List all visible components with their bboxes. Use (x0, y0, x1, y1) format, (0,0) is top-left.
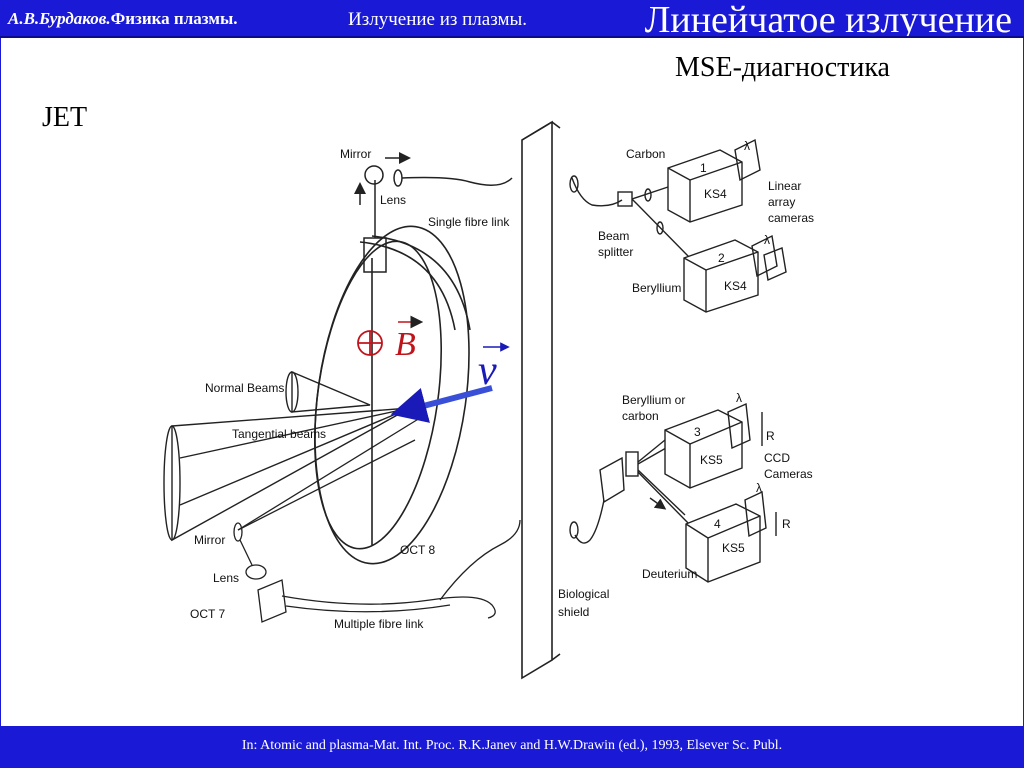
label-deuterium: Deuterium (642, 567, 697, 581)
normal-beams (285, 370, 371, 413)
biological-shield (521, 120, 561, 680)
label-lens-top: Lens (380, 193, 406, 207)
label-single-fibre: Single fibre link (428, 215, 510, 229)
lambda-4: λ (756, 481, 762, 495)
author-name: А.В.Бурдаков. (8, 9, 111, 28)
velocity-letter: v (478, 348, 497, 394)
label-biological-1: Biological (558, 587, 609, 601)
camera-4-name: KS5 (722, 541, 745, 555)
footer-bar: In: Atomic and plasma-Mat. Int. Proc. R.… (0, 726, 1024, 768)
label-beam-splitter-2: splitter (598, 245, 633, 259)
label-tangential-beams: Tangential beams (232, 427, 326, 441)
r-label-1: R (766, 429, 775, 443)
label-beryllium: Beryllium (632, 281, 681, 295)
header-divider (0, 36, 1024, 38)
linear-camera-group (569, 138, 787, 313)
author-course: А.В.Бурдаков.Физика плазмы. (8, 9, 237, 29)
course-name: Физика плазмы. (110, 9, 238, 28)
citation: In: Atomic and plasma-Mat. Int. Proc. R.… (241, 738, 783, 753)
slide-title: Линейчатое излучение (644, 0, 1012, 41)
label-ccd-1: CCD (764, 451, 790, 465)
label-biological-2: shield (558, 605, 589, 619)
r-label-2: R (782, 517, 791, 531)
tokamak-vessel (313, 225, 471, 565)
label-multiple-fibre: Multiple fibre link (334, 617, 424, 631)
camera-4-number: 4 (714, 517, 721, 531)
velocity-arrow (390, 385, 493, 423)
label-linear-3: cameras (768, 211, 814, 225)
tangential-beams (163, 407, 411, 542)
camera-3-number: 3 (694, 425, 701, 439)
camera-2-number: 2 (718, 251, 725, 265)
label-linear-1: Linear (768, 179, 801, 193)
velocity-symbol: v (478, 342, 510, 394)
label-oct7: OCT 7 (190, 607, 225, 621)
label-linear-2: array (768, 195, 795, 209)
label-carbon: Carbon (626, 147, 665, 161)
section-title: Излучение из плазмы. (348, 9, 527, 30)
label-lens-bottom: Lens (213, 571, 239, 585)
mse-diagram: B v Mirror Lens Single fibre link Normal… (163, 120, 814, 680)
ccd-camera-group (569, 402, 777, 583)
bottom-optics (233, 417, 521, 623)
label-be-or-c-1: Beryllium or (622, 393, 685, 407)
camera-2-name: KS4 (724, 279, 747, 293)
label-oct8: OCT 8 (400, 543, 435, 557)
camera-1-name: KS4 (704, 187, 727, 201)
top-port (354, 152, 513, 273)
label-be-or-c-2: carbon (622, 409, 659, 423)
label-mirror-bottom: Mirror (194, 533, 225, 547)
left-border (0, 38, 1, 726)
lambda-3: λ (736, 391, 742, 405)
label-mirror-top: Mirror (340, 147, 371, 161)
label-ccd-2: Cameras (764, 467, 813, 481)
slide-subtitle: MSE-диагностика (675, 52, 890, 83)
lambda-1: λ (744, 139, 750, 153)
b-field-symbol: B (357, 315, 424, 363)
lambda-2: λ (764, 233, 770, 247)
camera-1-number: 1 (700, 161, 707, 175)
header-bar: А.В.Бурдаков.Физика плазмы. Излучение из… (0, 0, 1024, 41)
camera-3-name: KS5 (700, 453, 723, 467)
device-label: JET (42, 102, 88, 133)
label-beam-splitter-1: Beam (598, 229, 629, 243)
b-field-letter: B (395, 326, 416, 363)
label-normal-beams: Normal Beams (205, 381, 284, 395)
